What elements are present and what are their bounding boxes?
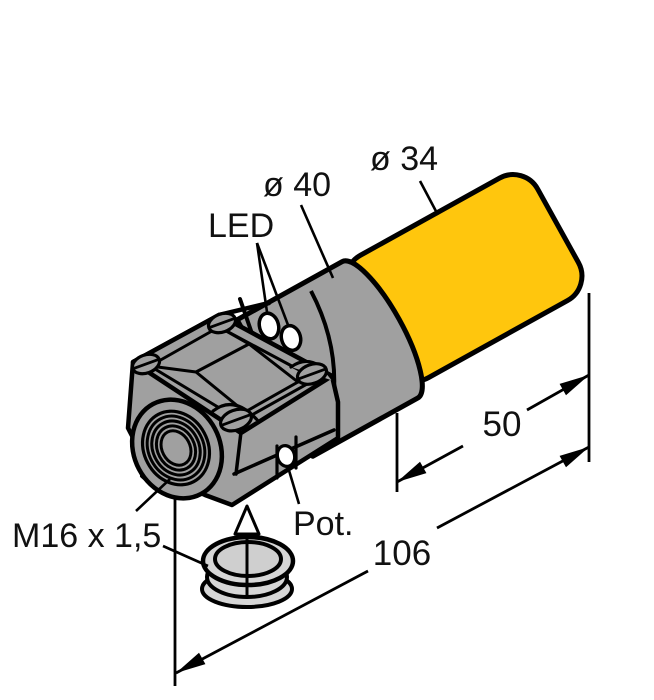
housing-front-edge — [234, 430, 243, 476]
dimension-50: 50 — [396, 373, 590, 484]
dim-arrow-icon — [397, 461, 427, 482]
cable-entry-thread — [129, 397, 225, 501]
screw-icon — [211, 402, 261, 433]
label-thread: M16 x 1,5 — [12, 517, 161, 555]
thread-ring — [145, 414, 207, 482]
thread-ring — [154, 424, 198, 472]
insertion-arrow-icon — [233, 504, 261, 597]
screw-icon — [206, 311, 238, 335]
label-dia-40: ø 40 — [263, 166, 331, 204]
thread-ring — [150, 419, 202, 477]
leader-thread-hole — [135, 478, 171, 512]
cover-screws — [130, 311, 336, 433]
leader-dia40 — [299, 204, 335, 279]
housing-cover-ridges — [148, 325, 318, 423]
dimension-50-label: 50 — [483, 405, 522, 444]
housing — [125, 297, 341, 508]
screw-icon — [130, 352, 162, 376]
led-indicators — [257, 311, 303, 353]
pot-hole-opening — [275, 444, 297, 468]
dimension-106: 106 — [175, 445, 590, 675]
leader-pot — [286, 466, 301, 505]
led-icon — [257, 311, 281, 341]
thread-ring — [159, 429, 193, 467]
leader-thread-plug — [162, 544, 209, 568]
leader-lines — [135, 180, 440, 568]
label-pot: Pot. — [293, 505, 353, 543]
led-icon — [279, 323, 303, 353]
dim-arrow-icon — [176, 652, 206, 673]
leader-led-1 — [255, 242, 269, 313]
label-led: LED — [208, 207, 274, 245]
leader-led-2 — [255, 242, 290, 326]
dim-arrow-icon — [559, 447, 589, 468]
screw-icon — [289, 359, 336, 386]
label-dia-34: ø 34 — [370, 140, 438, 178]
pot-hole — [275, 435, 298, 480]
extension-lines — [173, 293, 591, 686]
dim-arrow-icon — [559, 375, 589, 396]
leader-dia34 — [418, 180, 440, 216]
dimension-106-label: 106 — [373, 534, 431, 573]
